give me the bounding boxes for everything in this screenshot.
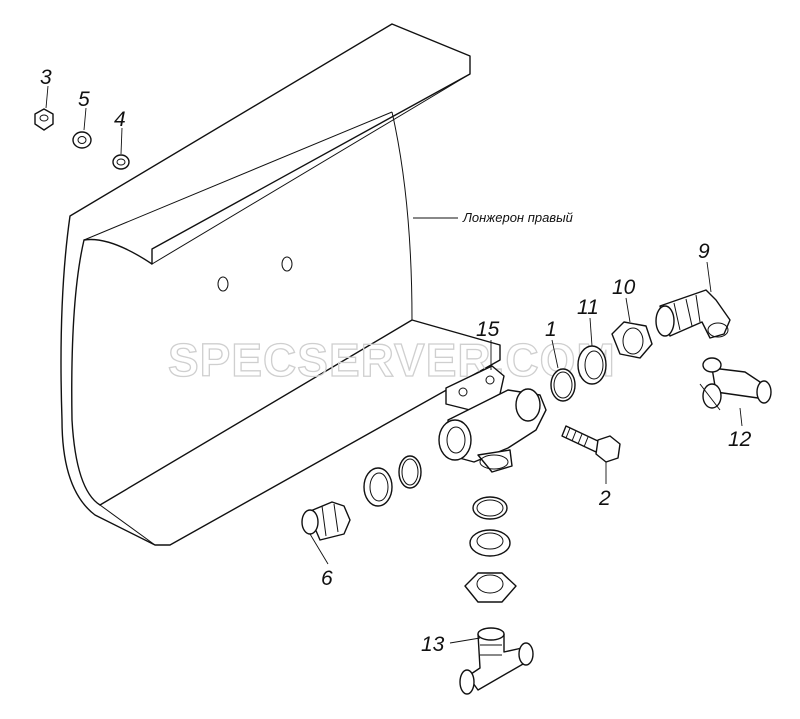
leader-part-10 bbox=[625, 297, 631, 323]
nut-lower bbox=[464, 572, 517, 603]
o-ring-lower bbox=[472, 496, 508, 520]
union-fitting-part-6 bbox=[301, 501, 351, 541]
nut-part-10 bbox=[611, 321, 653, 359]
elbow-fitting-part-9 bbox=[655, 289, 731, 339]
part-number-13: 13 bbox=[421, 633, 445, 656]
part-number-2: 2 bbox=[598, 487, 611, 510]
seal-ring-left bbox=[363, 467, 393, 507]
leader-part-6 bbox=[309, 533, 329, 565]
frame-rail bbox=[60, 23, 501, 546]
seal-ring-part-11 bbox=[577, 345, 607, 385]
leader-part-13 bbox=[449, 637, 481, 644]
leader-part-9 bbox=[706, 261, 712, 293]
valve-body-part-15 bbox=[438, 365, 547, 473]
leader-part-11 bbox=[589, 317, 593, 347]
leader-part-4 bbox=[120, 127, 123, 155]
part-number-15: 15 bbox=[476, 318, 500, 341]
lock-washer-part-4 bbox=[112, 154, 130, 170]
part-number-9: 9 bbox=[698, 240, 710, 263]
washer-part-5 bbox=[72, 131, 92, 149]
seal-ring-lower bbox=[469, 529, 511, 557]
leader-part-5 bbox=[83, 107, 87, 131]
o-ring-part-1 bbox=[550, 368, 576, 402]
leader-part-12 bbox=[739, 407, 743, 427]
tee-fitting-part-13 bbox=[459, 627, 534, 695]
watermark-text: SPECSERVER.COM bbox=[168, 334, 616, 386]
part-number-4: 4 bbox=[114, 108, 126, 131]
leader-part-1 bbox=[551, 339, 559, 369]
part-number-10: 10 bbox=[612, 276, 636, 299]
part-number-1: 1 bbox=[545, 318, 557, 341]
rail-hole bbox=[217, 276, 229, 292]
nut-part-3 bbox=[34, 108, 54, 131]
leader-part-3 bbox=[45, 85, 49, 109]
rail-hole bbox=[281, 256, 293, 272]
part-number-6: 6 bbox=[321, 567, 333, 590]
part-number-11: 11 bbox=[577, 296, 599, 319]
part-number-5: 5 bbox=[78, 88, 90, 111]
part-number-12: 12 bbox=[728, 428, 752, 451]
o-ring-left bbox=[398, 455, 422, 489]
bolt-part-2 bbox=[561, 425, 621, 463]
frame-rail-label: Лонжерон правый bbox=[462, 210, 573, 225]
part-number-3: 3 bbox=[40, 66, 52, 89]
tee-fitting-part-12 bbox=[699, 357, 772, 411]
